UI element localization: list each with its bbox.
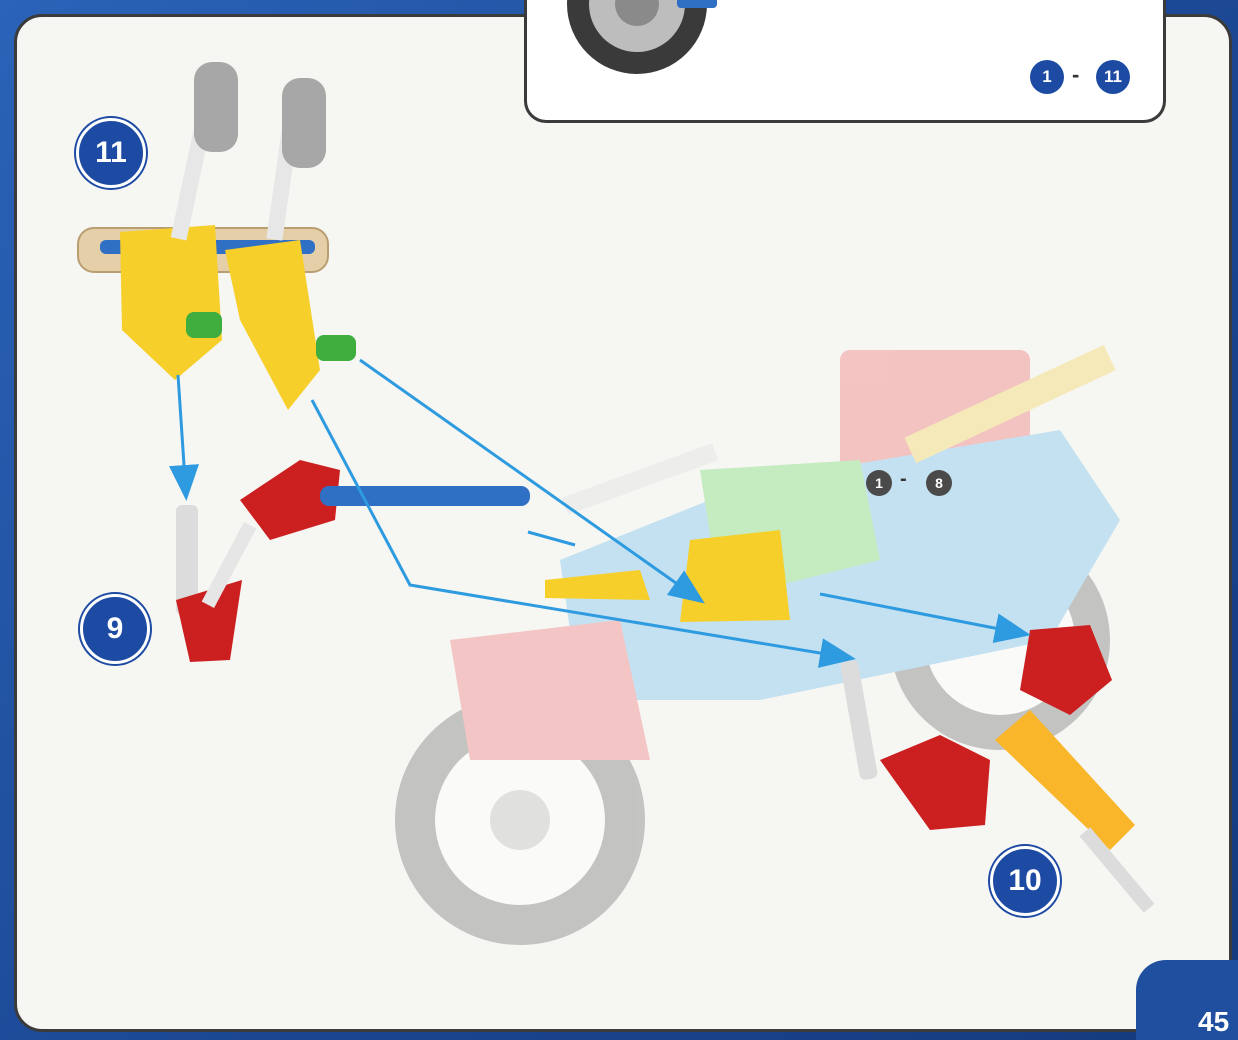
rear-fender-shape: [450, 620, 650, 760]
step-9-badge: 9: [80, 594, 150, 664]
gray-grip-left: [194, 62, 238, 152]
arrow-to-step-9: [178, 375, 186, 495]
green-peg-left: [186, 312, 222, 338]
blue-rod: [320, 486, 530, 506]
red-connector-bottom: [880, 735, 990, 830]
gray-grip-right: [282, 78, 326, 168]
model-yellow-connector-right: [680, 530, 790, 622]
model-range-dash: -: [900, 468, 907, 491]
model-range-end-badge: 8: [926, 470, 952, 496]
orange-bar: [995, 710, 1135, 850]
step-9-assembly: [176, 460, 530, 662]
arrow-rod-to-model: [528, 532, 575, 545]
green-peg-right: [316, 335, 356, 361]
model-yellow-connector-left: [545, 570, 650, 600]
step-11-badge: 11: [76, 118, 146, 188]
yellow-fork-left: [120, 225, 222, 380]
model-range-start-badge: 1: [866, 470, 892, 496]
step-10-badge: 10: [990, 846, 1060, 916]
handlebar-assembly: [78, 62, 356, 410]
page-number: 45: [1198, 1006, 1229, 1038]
